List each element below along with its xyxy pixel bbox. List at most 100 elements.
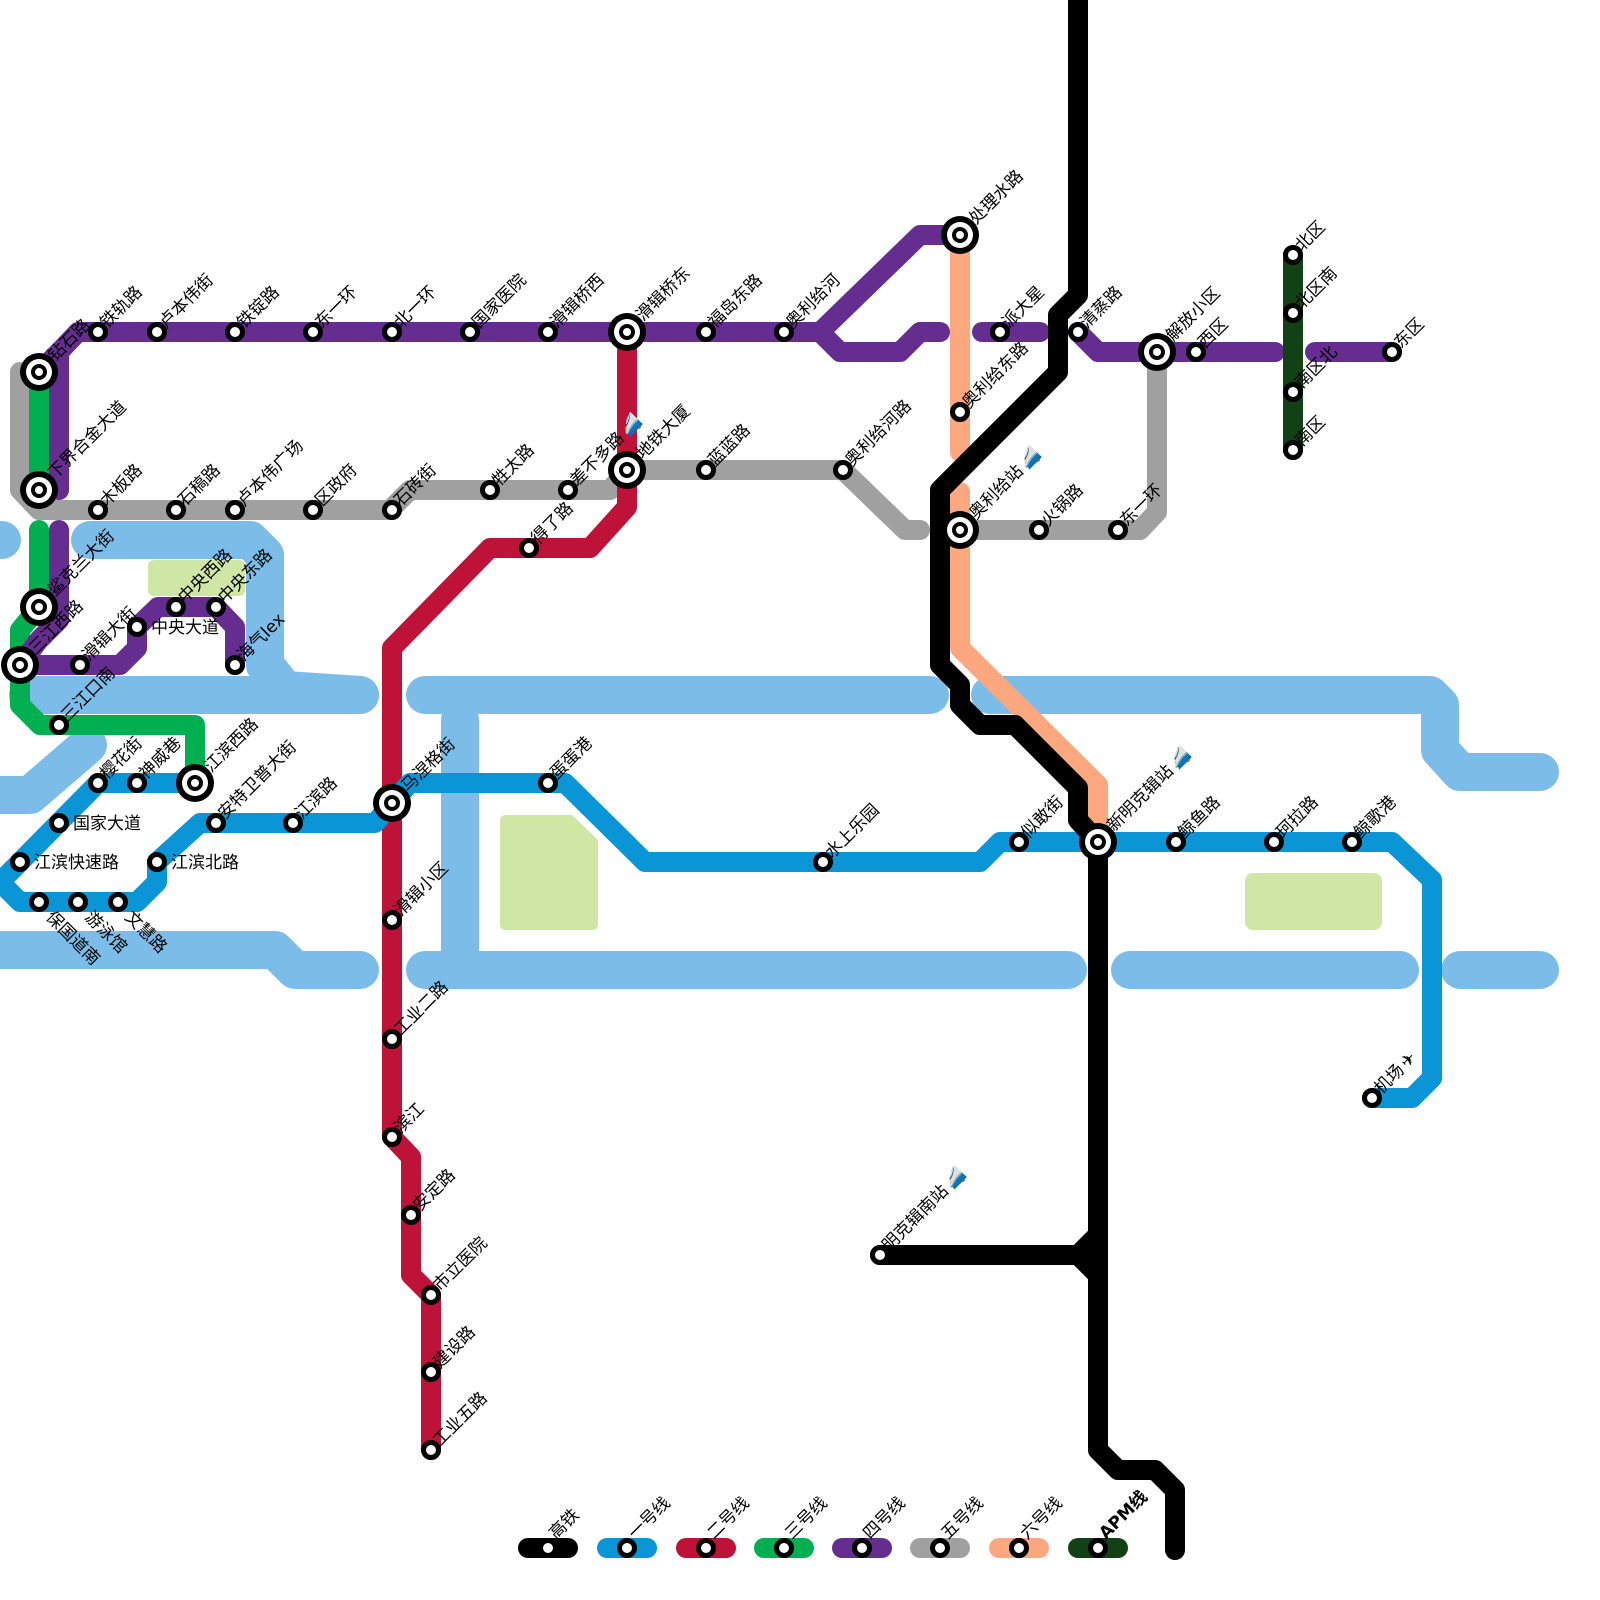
station-marker: [68, 892, 88, 912]
legend-item-hsr: 高铁: [518, 1505, 584, 1558]
station-label: 奥利给站: [965, 461, 1027, 523]
station-marker: [1382, 342, 1402, 362]
station-marker: [1068, 322, 1088, 342]
station-marker: [382, 500, 402, 520]
station-marker: [283, 813, 303, 833]
station-marker: [382, 1127, 402, 1147]
legend-item-l3: 三号线: [754, 1493, 832, 1558]
station-marker: [460, 322, 480, 342]
station-marker: [382, 1029, 402, 1049]
station-marker: [127, 617, 147, 637]
station-marker: [1283, 382, 1303, 402]
legend-station-marker: [930, 1538, 950, 1558]
station-marker: [225, 655, 245, 675]
station-marker: [813, 852, 833, 872]
legend-label: 高铁: [545, 1505, 583, 1543]
legend-station-marker: [1088, 1538, 1108, 1558]
legend-station-marker: [696, 1538, 716, 1558]
station-marker: [29, 892, 49, 912]
station-marker: [1283, 303, 1303, 323]
park-layer: [148, 560, 1382, 930]
station-stop[interactable]: 江滨北路: [147, 852, 240, 873]
station-label: 奥利给河路: [841, 396, 915, 470]
station-interchange[interactable]: 处理水路: [941, 166, 1028, 254]
station-marker: [206, 597, 226, 617]
station-label: 明克辑南站: [878, 1181, 952, 1255]
station-label: 江滨北路: [171, 853, 239, 873]
station-marker: [990, 322, 1010, 342]
station-marker: [538, 773, 558, 793]
station-marker: [303, 500, 323, 520]
station-marker: [147, 852, 167, 872]
station-marker: [421, 1285, 441, 1305]
station-marker: [774, 322, 794, 342]
station-marker: [206, 813, 226, 833]
station-marker: [696, 460, 716, 480]
legend-label: APM线: [1095, 1487, 1152, 1544]
station-stop[interactable]: 市立医院: [421, 1233, 492, 1305]
line-4-branch: [810, 322, 950, 362]
station-marker: [49, 715, 69, 735]
station-marker: [10, 852, 30, 872]
station-marker: [166, 500, 186, 520]
interchange-dot: [956, 526, 964, 534]
station-stop[interactable]: 江滨快速路: [10, 852, 120, 873]
legend-item-l6: 六号线: [989, 1493, 1067, 1558]
station-stop[interactable]: 北区: [1283, 217, 1330, 265]
station-marker: [1029, 520, 1049, 540]
station-marker: [950, 402, 970, 422]
station-stop[interactable]: 东区: [1382, 314, 1429, 362]
station-label: 江滨西路: [200, 714, 262, 776]
station-label: 地铁大厦: [632, 401, 694, 463]
interchange-dot: [623, 466, 631, 474]
station-marker: [1009, 832, 1029, 852]
station-label: 滑辑桥东: [632, 263, 694, 325]
line-6-path-south: [950, 482, 1108, 852]
legend-station-marker: [538, 1538, 558, 1558]
station-marker: [1283, 245, 1303, 265]
river-main-right: [971, 676, 1559, 791]
station-marker: [166, 597, 186, 617]
station-marker: [421, 1362, 441, 1382]
station-label: 市立医院: [429, 1233, 491, 1295]
station-marker: [1342, 832, 1362, 852]
station-label: 新明克辑站: [1103, 761, 1177, 835]
legend-item-l2: 二号线: [676, 1493, 754, 1558]
station-marker: [833, 460, 853, 480]
station-marker: [421, 1440, 441, 1460]
river-left-arm: [0, 726, 107, 814]
station-marker: [1362, 1088, 1382, 1108]
station-marker: [88, 322, 108, 342]
interchange-dot: [388, 799, 396, 807]
park: [1245, 873, 1382, 930]
station-stop[interactable]: 国家大道: [49, 813, 142, 834]
interchange-dot: [35, 368, 43, 376]
station-marker: [401, 1205, 421, 1225]
station-marker: [147, 322, 167, 342]
station-label: 中央大道: [151, 618, 219, 638]
station-marker: [88, 500, 108, 520]
legend-label: 五号线: [937, 1493, 987, 1543]
park: [148, 560, 245, 596]
hsr-path: [930, 0, 1185, 1560]
water-layer: [0, 521, 1559, 989]
legend-label: 二号线: [703, 1493, 753, 1543]
station-marker: [225, 500, 245, 520]
station-marker: [108, 892, 128, 912]
legend-station-marker: [617, 1538, 637, 1558]
interchange-dot: [35, 603, 43, 611]
legend-station-marker: [774, 1538, 794, 1558]
station-label: 国家大道: [73, 814, 141, 834]
legend-item-l4: 四号线: [832, 1493, 910, 1558]
station-label: 处理水路: [965, 166, 1027, 228]
station-stop[interactable]: 中央大道: [127, 617, 220, 638]
station-stop[interactable]: 奥利给河路: [833, 396, 916, 480]
legend-station-marker: [852, 1538, 872, 1558]
interchange-dot: [191, 779, 199, 787]
legend-item-apm: APM线: [1068, 1487, 1152, 1558]
legend-label: 一号线: [624, 1493, 674, 1543]
legend-station-marker: [1009, 1538, 1029, 1558]
station-marker: [1186, 342, 1206, 362]
line-5-path: [10, 362, 930, 540]
